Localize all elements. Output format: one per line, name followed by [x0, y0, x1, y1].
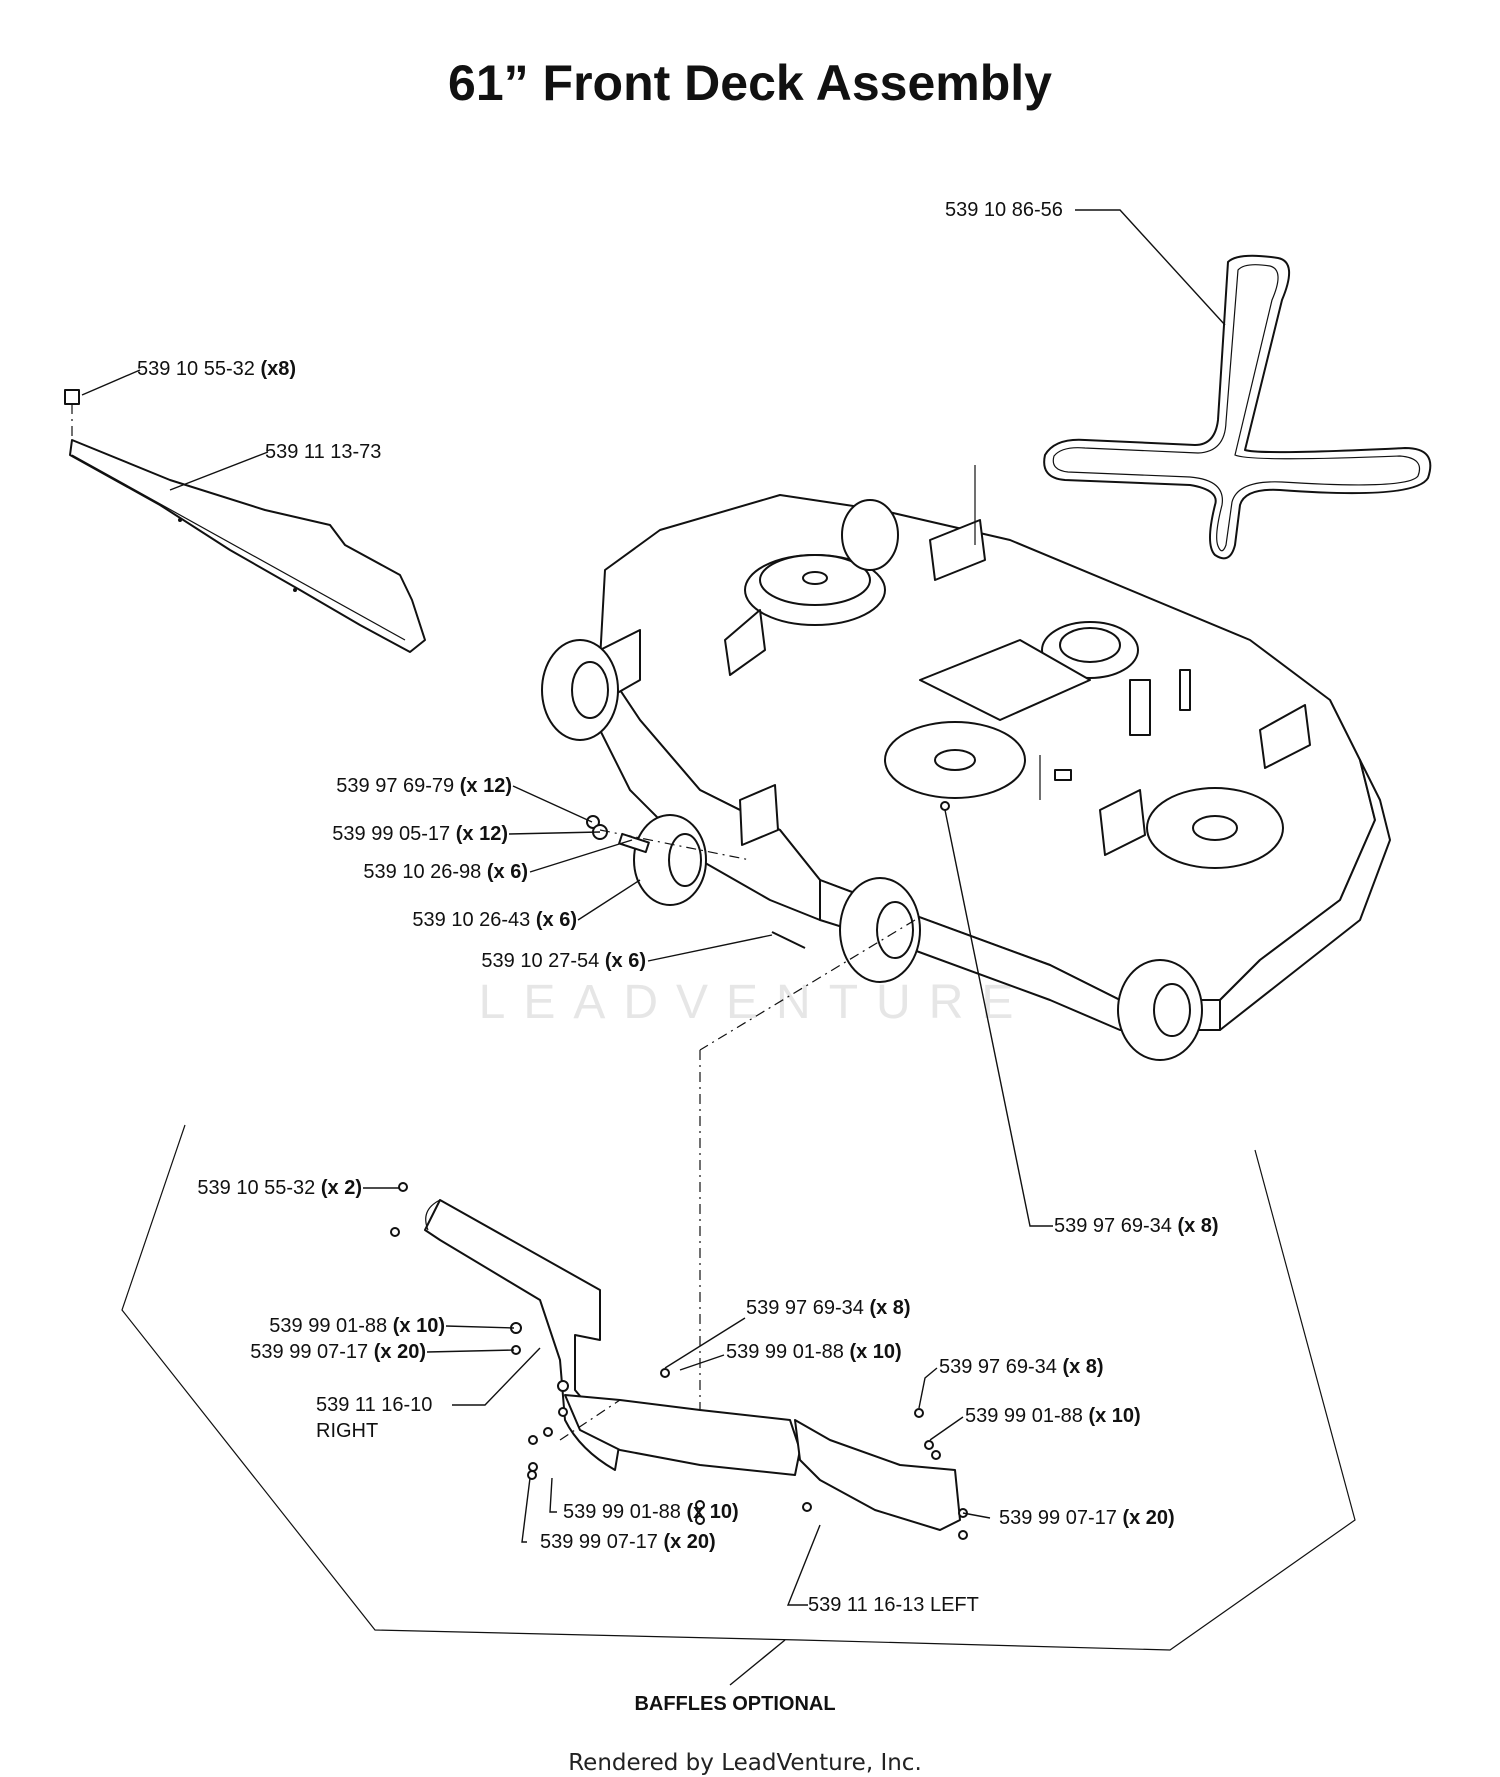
- baffles-optional-note: BAFFLES OPTIONAL: [634, 1693, 835, 1715]
- callout-nut-8-deck: 539 97 69-34 (x 8): [1054, 1215, 1219, 1237]
- callout-nut-8-left: 539 97 69-34 (x 8): [939, 1356, 1104, 1378]
- callout-washer-10-right: 539 99 01-88 (x 10): [269, 1315, 445, 1337]
- callout-nut-12: 539 97 69-79 (x 12): [336, 775, 512, 797]
- footer-credit: Rendered by LeadVenture, Inc.: [568, 1750, 922, 1776]
- callout-nut-8-center: 539 97 69-34 (x 8): [746, 1297, 911, 1319]
- callout-spacer-6: 539 10 26-98 (x 6): [363, 861, 528, 883]
- callout-baffle-left: 539 11 16-13 LEFT: [808, 1594, 979, 1616]
- deck-shield-drawing: [64, 389, 426, 653]
- callout-washer-10-left: 539 99 01-88 (x 10): [965, 1405, 1141, 1427]
- callout-shield: 539 11 13-73: [265, 441, 381, 463]
- callout-screw-20-bottom: 539 99 07-17 (x 20): [540, 1531, 716, 1553]
- callout-washer-12: 539 99 05-17 (x 12): [332, 823, 508, 845]
- callout-belt: 539 10 86-56: [945, 199, 1063, 221]
- callout-screw-20-right: 539 99 07-17 (x 20): [250, 1341, 426, 1363]
- baffles-drawing: [121, 1124, 1356, 1651]
- page-title: 61” Front Deck Assembly: [448, 55, 1052, 111]
- callout-bolt-6: 539 10 27-54 (x 6): [481, 950, 646, 972]
- callout-baffle-right-side: RIGHT: [316, 1420, 378, 1442]
- leader-lines: [81, 209, 1226, 1686]
- drive-belt-drawing: [1043, 254, 1432, 560]
- callout-bolt-top: 539 10 55-32 (x8): [137, 358, 296, 380]
- mower-deck-drawing: [541, 465, 1391, 1460]
- callout-screw-20-left: 539 99 07-17 (x 20): [999, 1507, 1175, 1529]
- watermark-text: LEADVENTURE: [479, 976, 1032, 1029]
- callout-washer-10-bottom: 539 99 01-88 (x 10): [563, 1501, 739, 1523]
- callout-washer-10-center: 539 99 01-88 (x 10): [726, 1341, 902, 1363]
- callout-baffle-right: 539 11 16-10: [316, 1394, 432, 1416]
- callout-wheel-6: 539 10 26-43 (x 6): [412, 909, 577, 931]
- callout-bolt-2: 539 10 55-32 (x 2): [197, 1177, 362, 1199]
